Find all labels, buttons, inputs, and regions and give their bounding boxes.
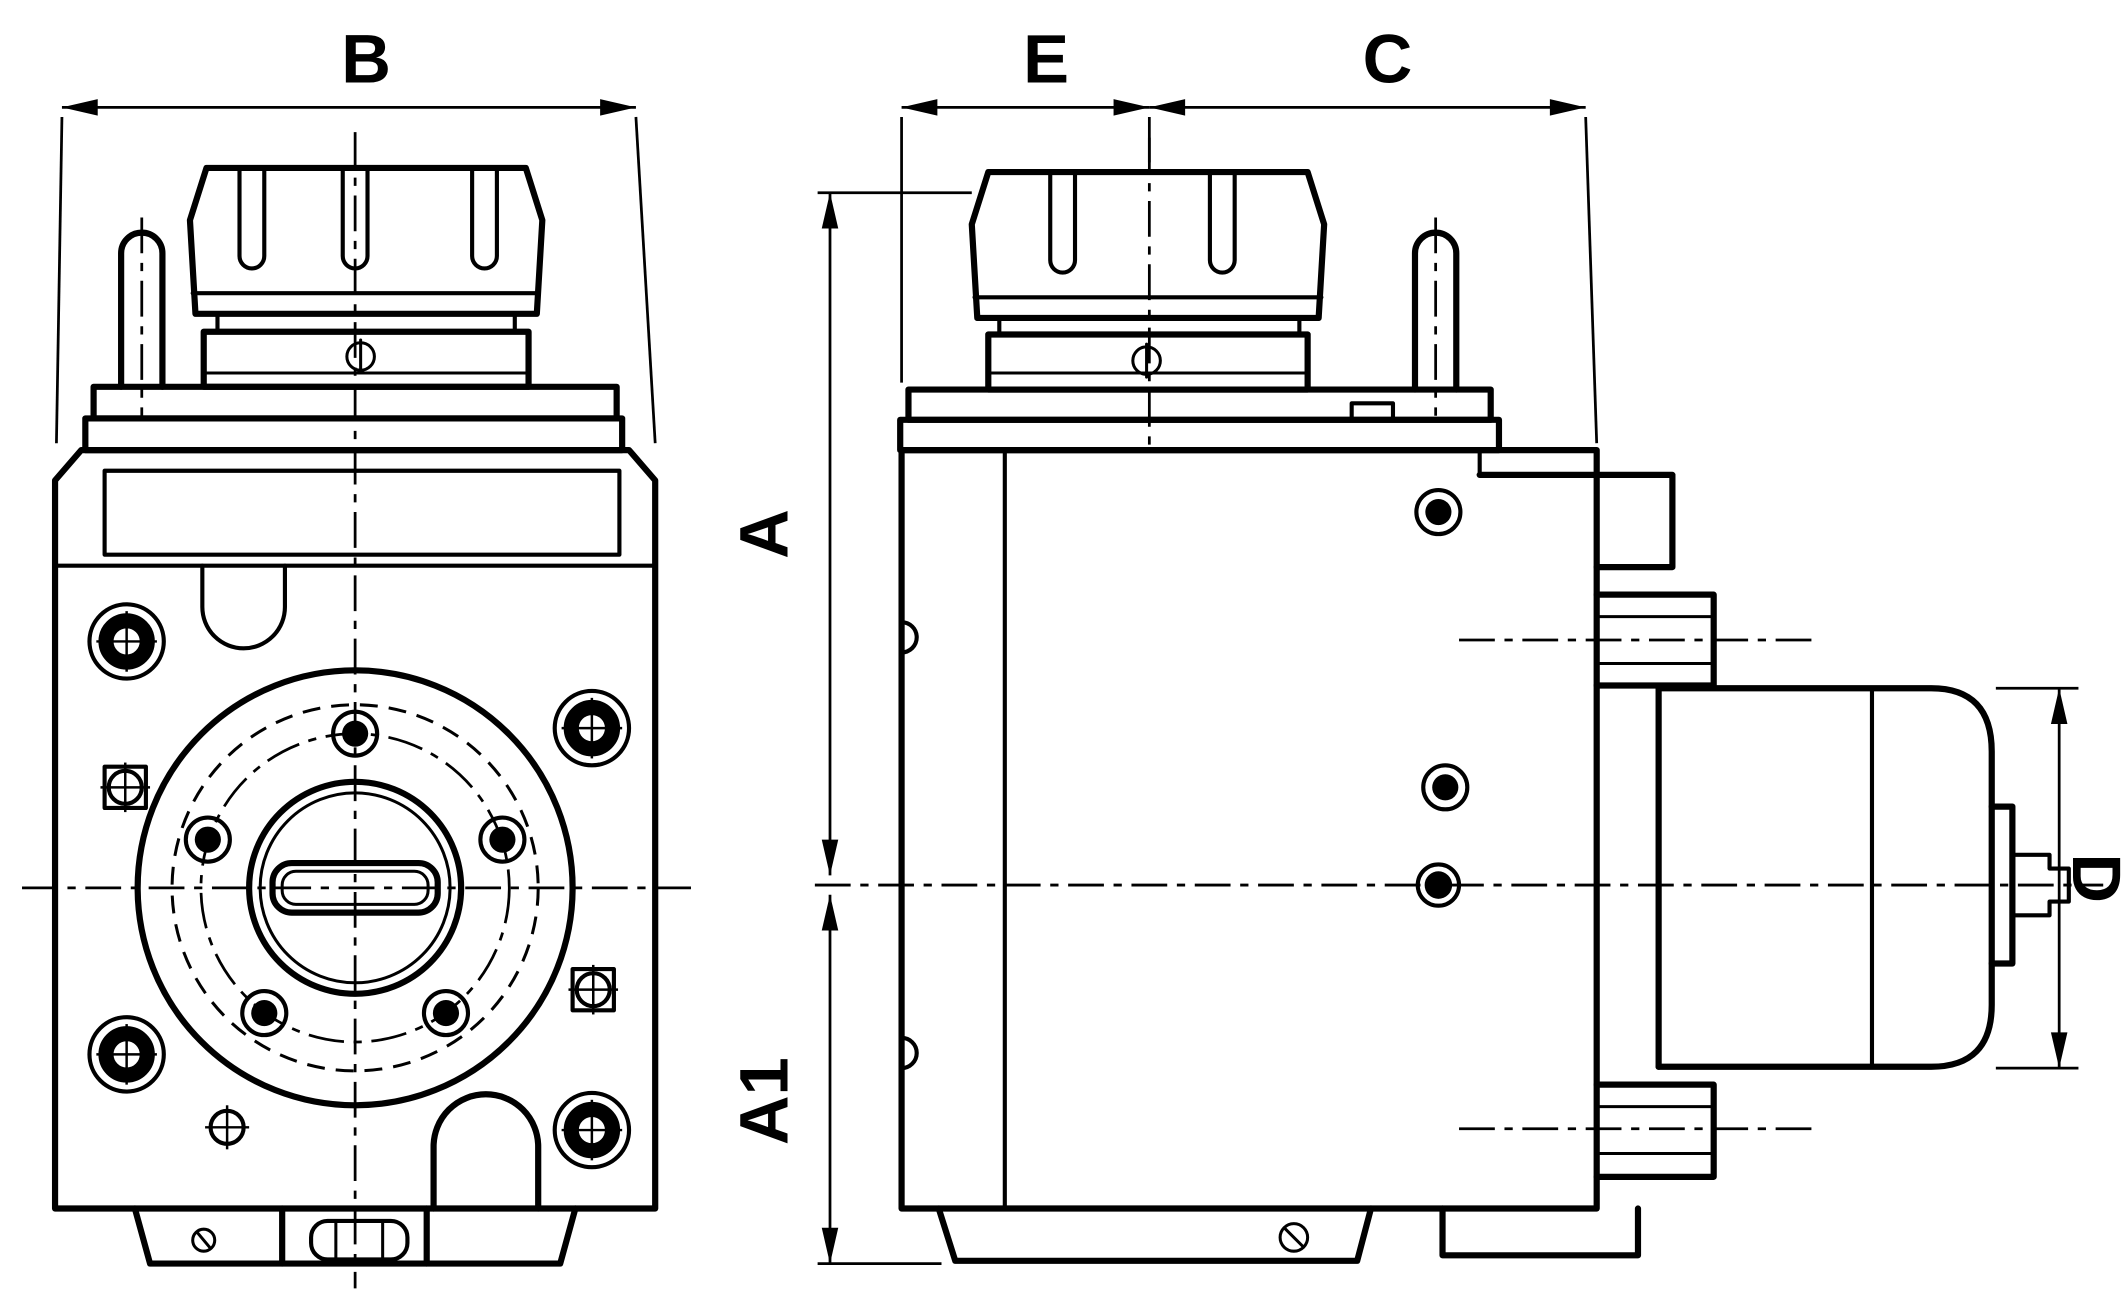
- clamp-notch: [200, 563, 287, 651]
- flange-screw: [345, 338, 376, 375]
- clamp-block: [1476, 471, 1676, 571]
- spindle-boss-front: [134, 667, 576, 1109]
- counterbore-hole: [552, 1090, 632, 1170]
- housing-body-side: [898, 447, 1676, 1212]
- flange-screw: [1131, 342, 1162, 379]
- edge-relief: [899, 1035, 919, 1071]
- foot-screw: [191, 1227, 217, 1253]
- housing-body-front: [51, 447, 659, 1212]
- dim-label-C: C: [1363, 21, 1413, 98]
- dim-label-B: B: [341, 21, 391, 98]
- counterbore-hole: [87, 1015, 166, 1094]
- dimension-B: B: [55, 21, 657, 444]
- bottom-notch: [430, 1091, 542, 1212]
- corner-counterbores: [87, 602, 632, 1170]
- socket-screw: [240, 988, 289, 1038]
- drive-pin-front: [118, 229, 166, 390]
- front-view: [22, 132, 694, 1289]
- lug-bottom: [1593, 1081, 1717, 1180]
- collet-slot: [1048, 169, 1078, 275]
- dimension-A1: A1: [725, 894, 942, 1265]
- bolt-circle-screws: [183, 709, 527, 1038]
- side-view: [814, 137, 2104, 1264]
- dimension-A: A: [725, 191, 972, 876]
- square-port: [100, 762, 151, 813]
- dim-label-A1: A1: [725, 1057, 802, 1145]
- socket-screw: [421, 988, 471, 1038]
- counterbore-hole: [552, 688, 632, 768]
- socket-screw: [183, 815, 232, 864]
- socket-screw: [1414, 487, 1463, 537]
- coolant-ports: [100, 762, 619, 1150]
- gear-housing: [1655, 685, 2071, 1070]
- collet-slot: [237, 165, 267, 271]
- dimension-E: E: [900, 21, 1151, 383]
- drive-slot: [269, 859, 441, 916]
- dim-label-E: E: [1023, 21, 1069, 98]
- plate-key: [1349, 401, 1396, 422]
- drive-pin-side: [1411, 229, 1460, 393]
- dim-label-D: D: [2058, 853, 2128, 903]
- socket-screw: [1421, 763, 1470, 812]
- socket-screw: [478, 815, 527, 864]
- collet-slot: [470, 165, 499, 271]
- dimension-D: D: [1995, 686, 2128, 1070]
- dimension-C: C: [1149, 21, 1599, 444]
- collet-slot: [340, 165, 370, 271]
- square-port: [568, 964, 619, 1015]
- bottom-feet-side: [935, 1205, 1642, 1264]
- dimensions: B E C A A1: [55, 21, 2128, 1265]
- collet-nut-front: [186, 164, 546, 317]
- foot-screw: [1278, 1222, 1310, 1253]
- socket-screw: [331, 709, 380, 758]
- mounting-lugs: [1593, 591, 1717, 1180]
- collet-slot: [1207, 169, 1237, 275]
- index-hole: [205, 1105, 250, 1150]
- edge-relief: [899, 620, 919, 655]
- socket-screw: [1415, 862, 1462, 908]
- counterbore-hole: [87, 602, 166, 681]
- dim-label-A: A: [725, 509, 802, 559]
- shaft-collar: [1988, 803, 2016, 967]
- bottom-feet-front: [131, 1205, 579, 1267]
- output-shaft: [2010, 852, 2071, 918]
- collet-nut-side: [968, 168, 1328, 322]
- hex-fitting: [309, 1218, 410, 1262]
- side-screws: [1278, 487, 1470, 1253]
- lug-top: [1593, 591, 1717, 689]
